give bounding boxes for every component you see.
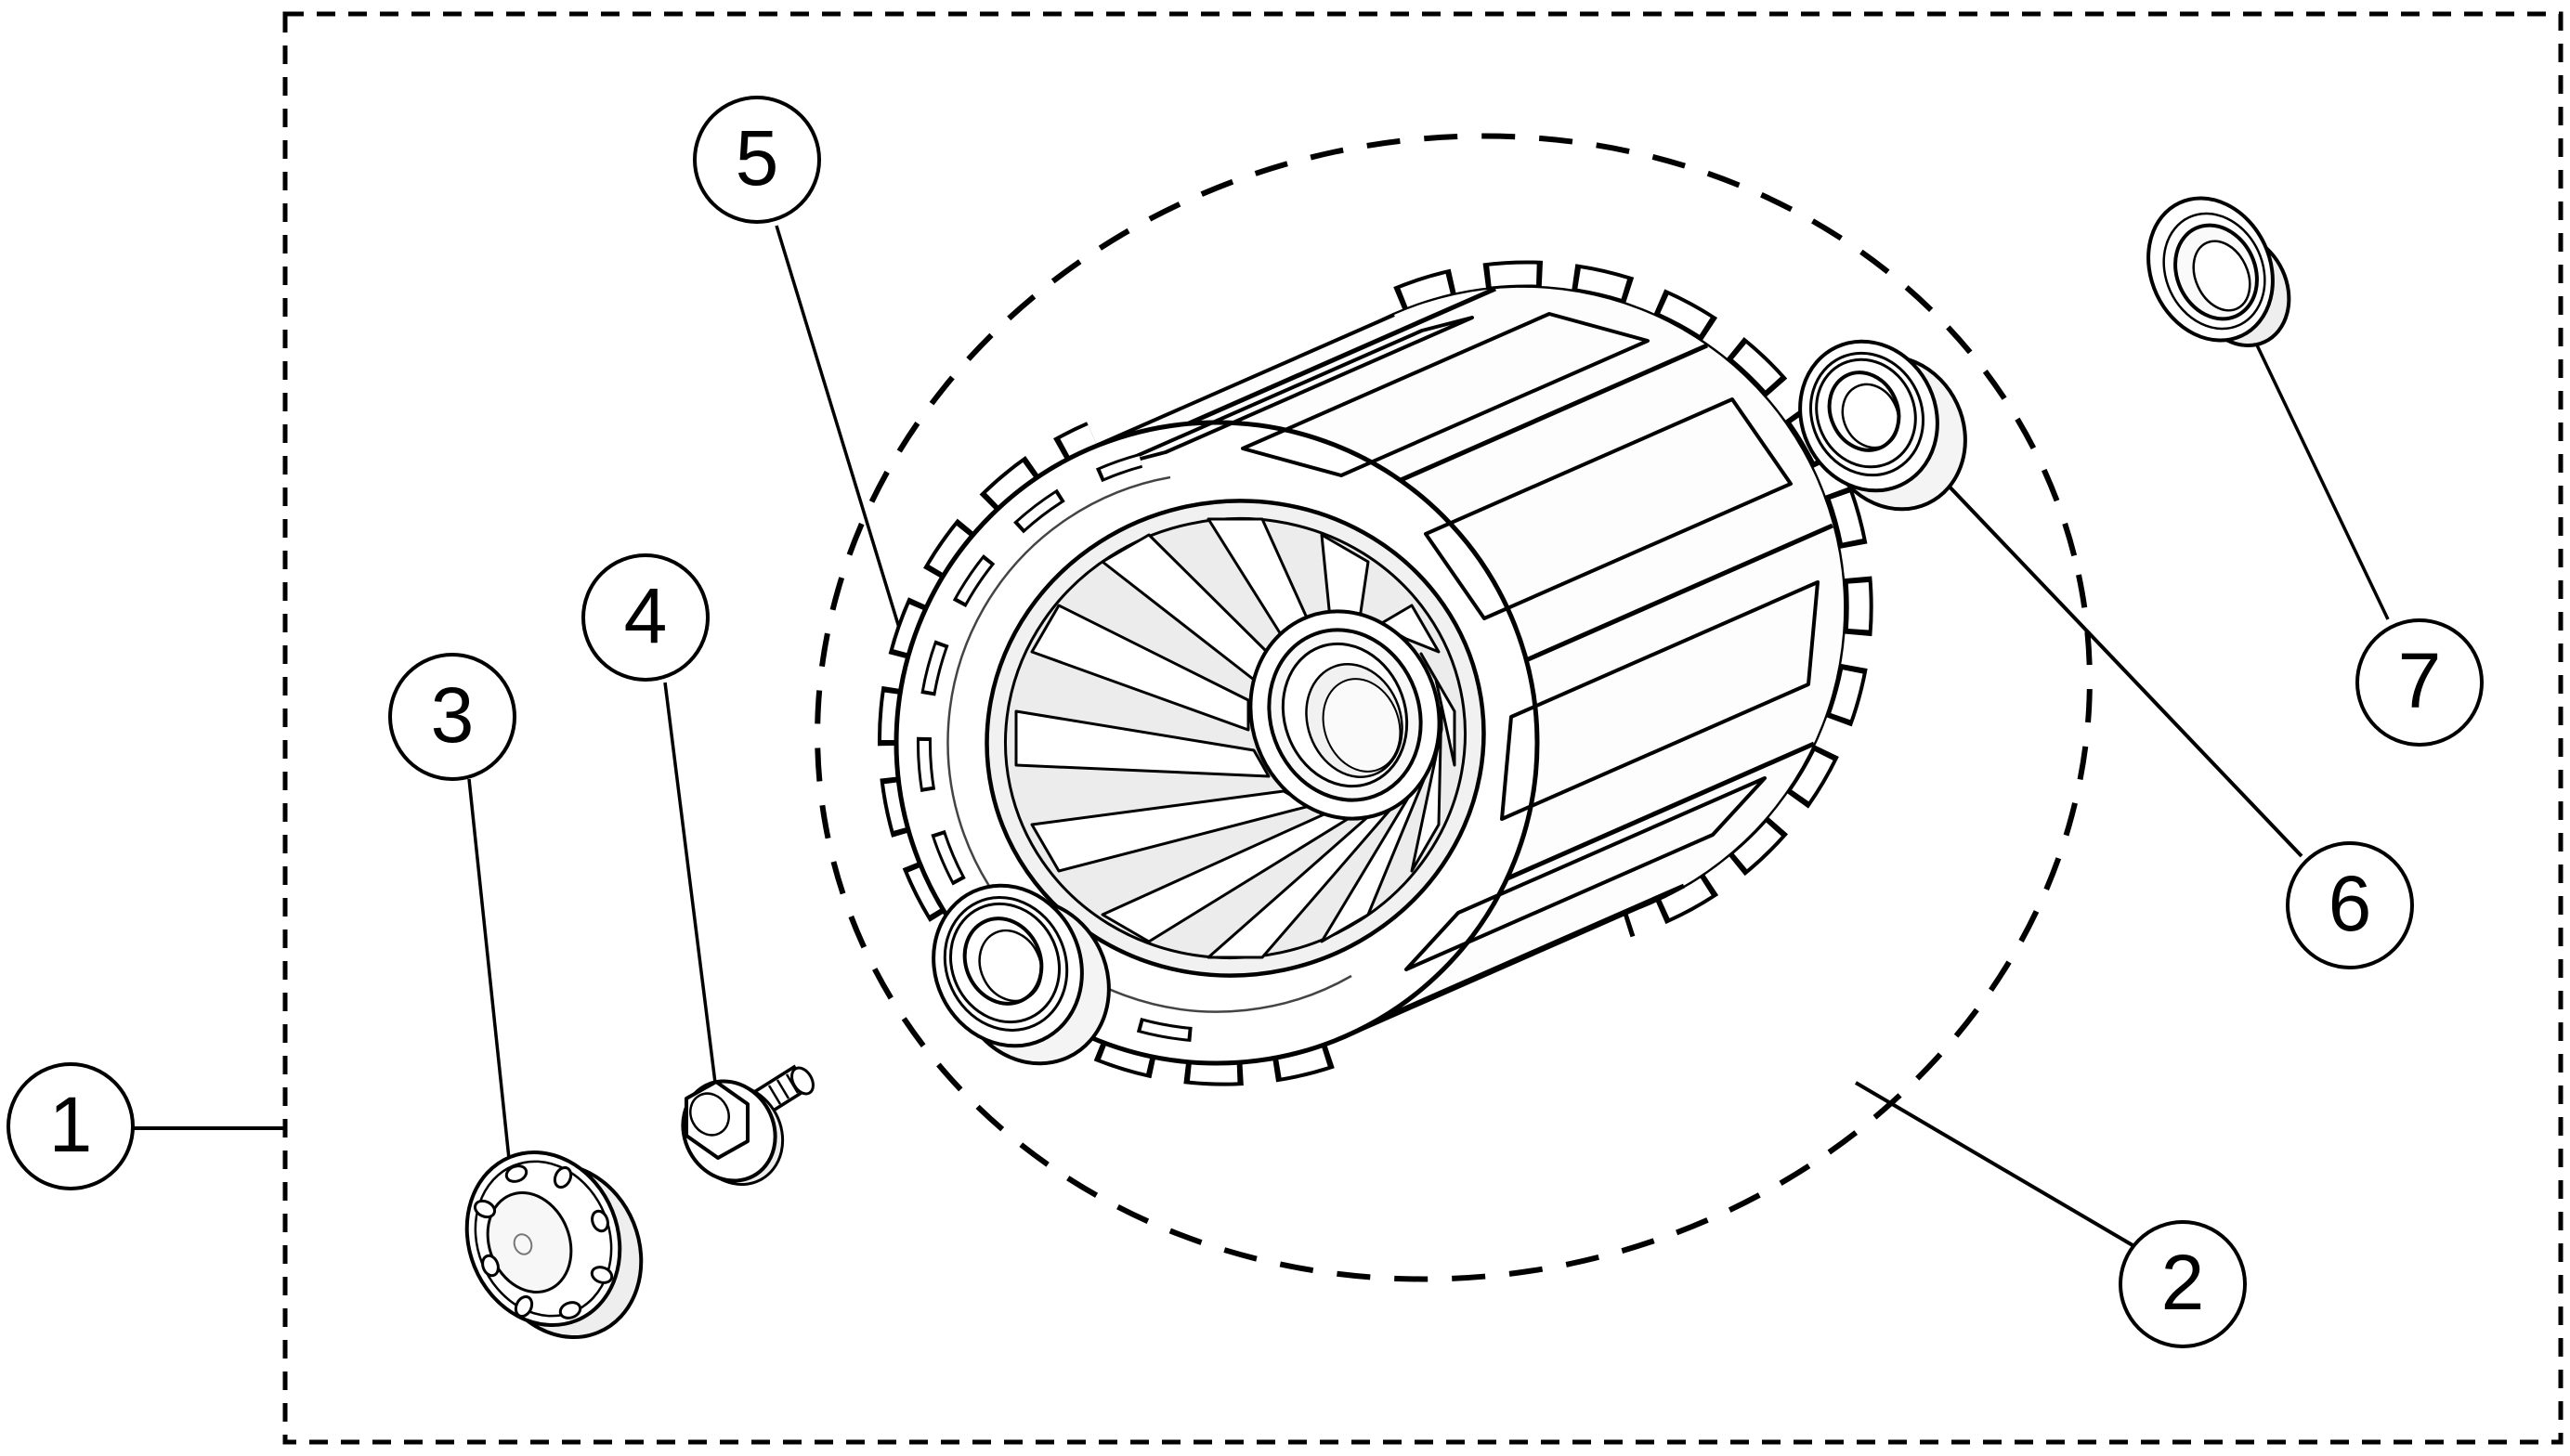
hub-cap-holes bbox=[473, 1164, 614, 1320]
hub-cap bbox=[464, 1150, 644, 1340]
tire-tread-knobs-back bbox=[1393, 260, 1873, 938]
assembly-boundary-dashed-box bbox=[282, 11, 2563, 1445]
leader-line-3 bbox=[467, 778, 511, 1160]
callout-1-label: 1 bbox=[48, 1080, 93, 1168]
callout-3: 3 bbox=[388, 653, 516, 781]
wheel-subassembly-dashed-ellipse bbox=[815, 133, 2093, 1282]
bearing-left bbox=[932, 883, 1111, 1066]
tire-tread-pads bbox=[1114, 312, 1820, 971]
callout-7-label: 7 bbox=[2397, 636, 2442, 724]
wheel-spokes bbox=[1014, 517, 1456, 959]
callout-6: 6 bbox=[2286, 841, 2414, 969]
bolt-tip bbox=[790, 1066, 815, 1096]
hub-bearing-seat bbox=[1322, 678, 1402, 773]
callout-4: 4 bbox=[581, 553, 710, 682]
leader-line-4 bbox=[663, 682, 717, 1084]
callout-6-label: 6 bbox=[2328, 859, 2372, 947]
tire-tread-knobs-front bbox=[878, 422, 1335, 1086]
wheel-tire-assembly bbox=[878, 260, 1873, 1086]
wheel-hub bbox=[1248, 609, 1442, 821]
tire-tread-grooves bbox=[1187, 286, 1834, 1023]
callout-1: 1 bbox=[7, 1062, 135, 1190]
leader-line-6 bbox=[1924, 460, 2303, 858]
callout-3-label: 3 bbox=[430, 670, 475, 759]
flanged-bushing bbox=[2146, 196, 2291, 348]
callout-4-label: 4 bbox=[623, 571, 668, 659]
bearing-right bbox=[1798, 339, 1967, 512]
callout-2-label: 2 bbox=[2160, 1238, 2205, 1326]
callout-5: 5 bbox=[693, 96, 821, 224]
flange-bolt bbox=[681, 1064, 815, 1187]
bolt-hex-top bbox=[689, 1092, 730, 1137]
callout-2: 2 bbox=[2119, 1220, 2247, 1348]
leader-line-2 bbox=[1854, 1081, 2134, 1247]
leader-line-7 bbox=[2248, 329, 2390, 620]
callout-7: 7 bbox=[2355, 618, 2484, 747]
callout-5-label: 5 bbox=[735, 113, 779, 202]
